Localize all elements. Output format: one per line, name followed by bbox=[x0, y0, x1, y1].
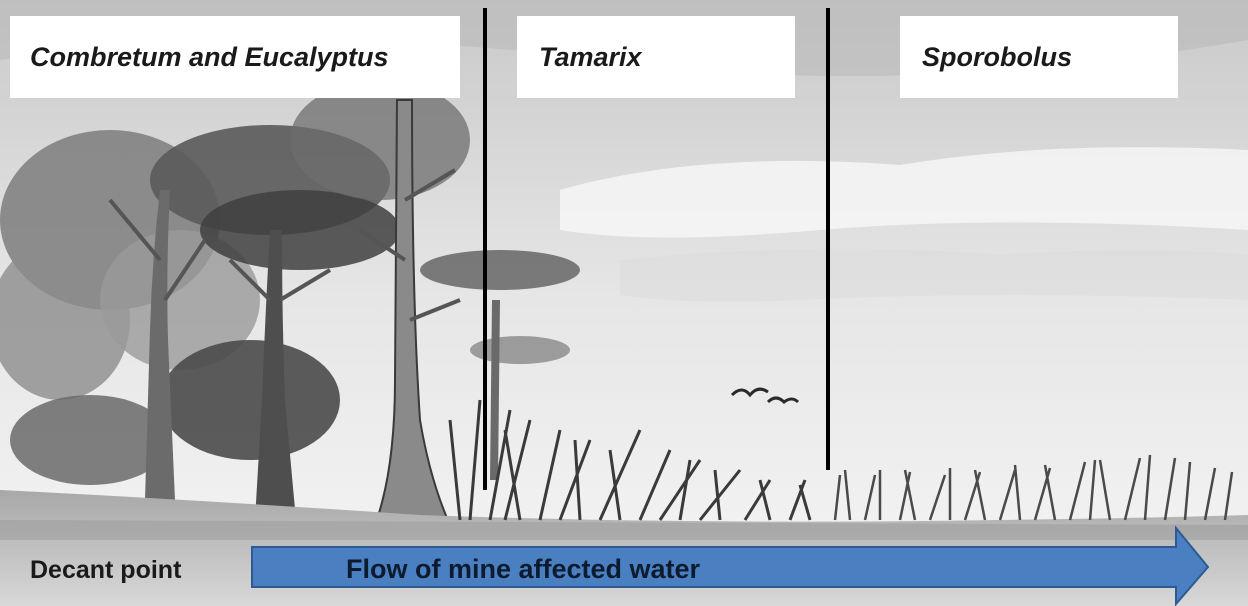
zone-label-tamarix: Tamarix bbox=[517, 16, 795, 98]
zone-label-sporobolus: Sporobolus bbox=[900, 16, 1178, 98]
zone-divider bbox=[826, 8, 830, 470]
zone-label-combretum-eucalyptus: Combretum and Eucalyptus bbox=[10, 16, 460, 98]
zone-label-text: Tamarix bbox=[539, 42, 642, 73]
cloud-band-lower bbox=[620, 249, 1248, 302]
zone-label-text: Combretum and Eucalyptus bbox=[30, 42, 389, 73]
flow-label: Flow of mine affected water bbox=[346, 554, 700, 585]
zone-label-text: Sporobolus bbox=[922, 42, 1072, 73]
zone-divider bbox=[483, 8, 487, 490]
decant-point-label: Decant point bbox=[30, 556, 181, 585]
